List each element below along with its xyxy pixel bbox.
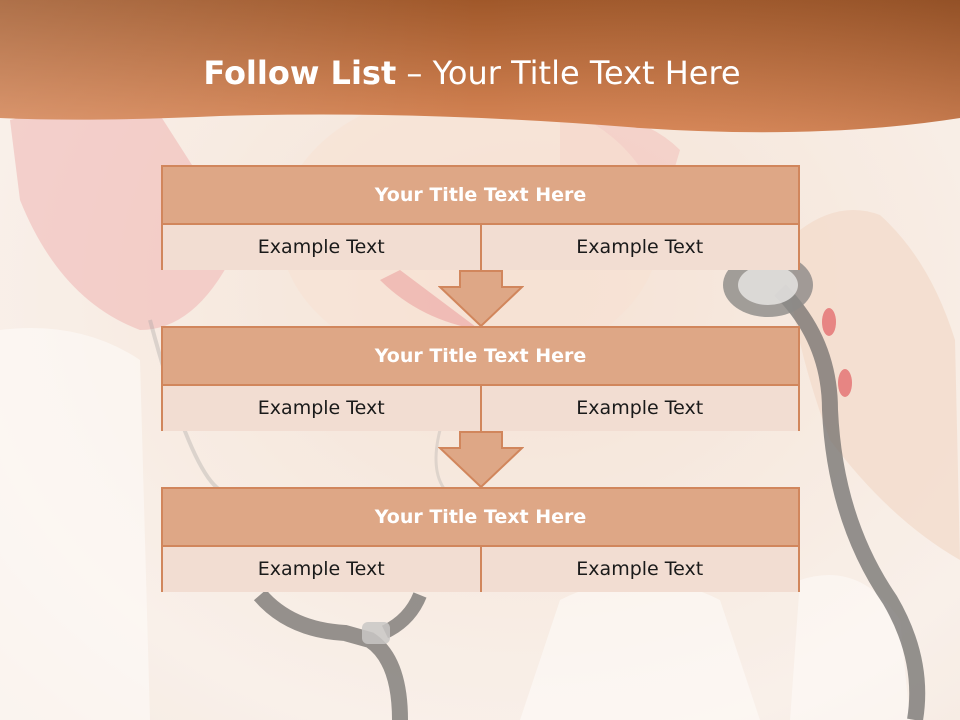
coat-right2-shape (790, 575, 910, 720)
step-row: Example Text Example Text (163, 225, 798, 270)
down-arrow-icon (438, 431, 524, 489)
step-row: Example Text Example Text (163, 547, 798, 592)
step-cell-left: Example Text (257, 397, 385, 419)
coat-right-shape (520, 580, 760, 720)
coat-left-shape (0, 328, 150, 720)
step-row: Example Text Example Text (163, 386, 798, 431)
title-rest: – Your Title Text Here (406, 54, 741, 92)
hand-shape (790, 210, 960, 560)
step-box: Your Title Text Here Example Text Exampl… (161, 487, 800, 592)
step-title: Your Title Text Here (163, 489, 798, 547)
step-box: Your Title Text Here Example Text Exampl… (161, 326, 800, 431)
hair-shape (10, 108, 240, 330)
step-cell-right: Example Text (479, 225, 799, 270)
stethoscope-tube-shape (774, 284, 926, 720)
title-bold: Follow List (203, 54, 397, 92)
step-title: Your Title Text Here (163, 167, 798, 225)
lips-shape (380, 270, 480, 330)
nail-shape (838, 369, 852, 397)
step-cell-left: Example Text (257, 236, 385, 258)
step-box: Your Title Text Here Example Text Exampl… (161, 165, 800, 270)
nail-shape (822, 308, 836, 336)
step-cell-right: Example Text (479, 386, 799, 431)
header-banner (0, 0, 960, 133)
down-arrow-icon (438, 270, 524, 328)
step-cell-left: Example Text (257, 558, 385, 580)
step-cell-right: Example Text (479, 547, 799, 592)
slide-title: Follow List – Your Title Text Here (0, 54, 944, 92)
stethoscope-lower-shape (253, 589, 408, 720)
step-title: Your Title Text Here (163, 328, 798, 386)
